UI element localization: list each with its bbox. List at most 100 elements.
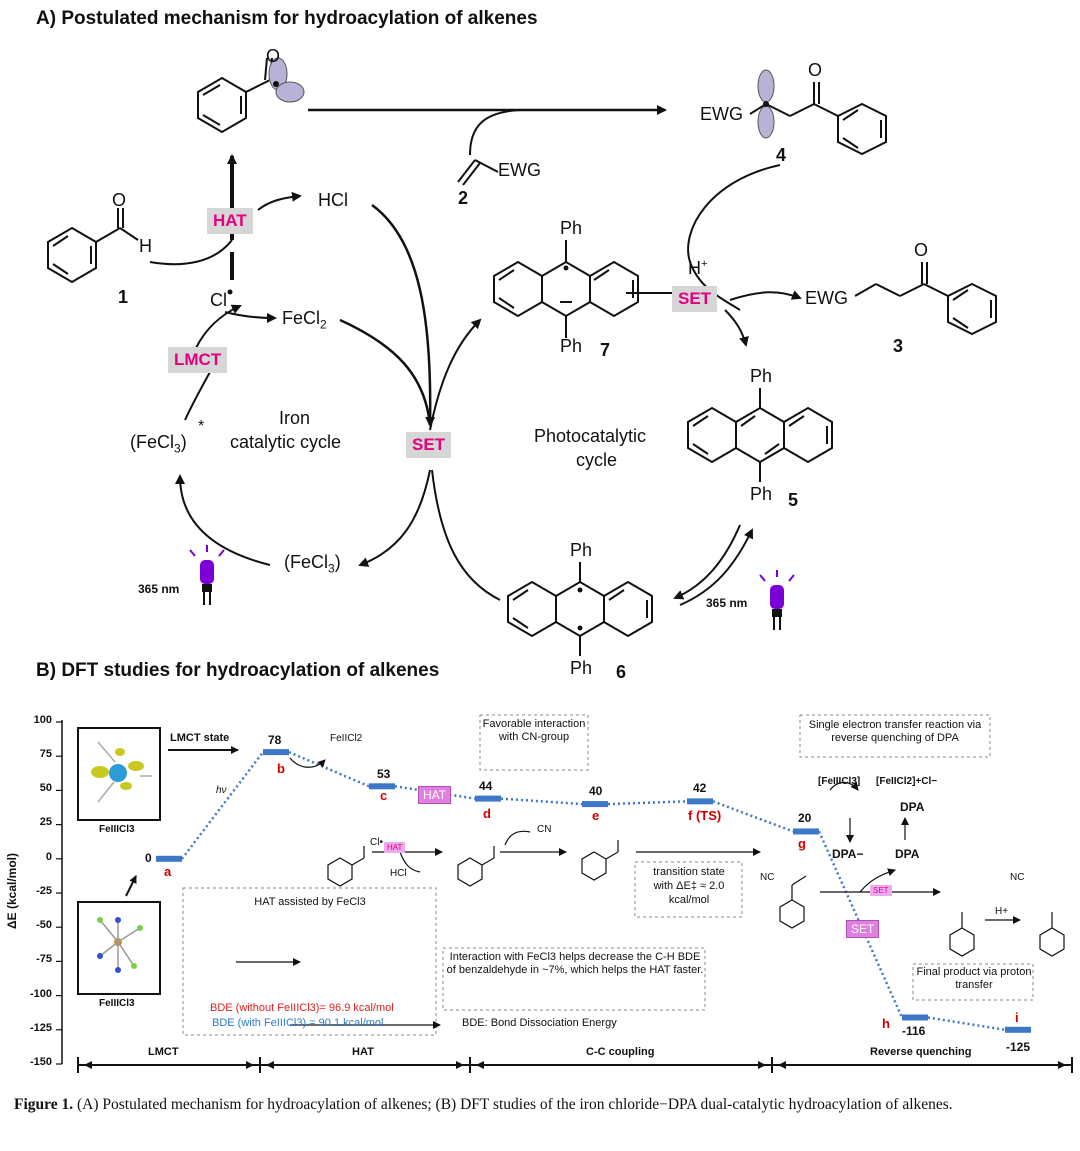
fe-complex-top-icon [91, 741, 152, 803]
panel-a-title: A) Postulated mechanism for hydroacylati… [36, 8, 538, 29]
energy-level-e [582, 801, 608, 808]
energy-level-c [369, 783, 395, 790]
energy-level-d [475, 795, 501, 802]
energy-level-a [156, 855, 182, 862]
level-letter-b: b [277, 761, 285, 776]
energy-level-g [793, 828, 819, 835]
energy-label-c: 53 [377, 767, 391, 781]
energy-diagram [56, 714, 1073, 1073]
set-tag-b: SET [846, 920, 880, 938]
ph-label-7-top: Ph [560, 218, 583, 238]
ketone-o-label: O [808, 60, 823, 80]
dpa-label: DPA [900, 800, 925, 814]
ketone-3 [854, 262, 997, 336]
h-plus-label: H+ [688, 258, 708, 278]
hat-tag: HAT [207, 208, 253, 234]
fecl3-label: (FeCl3) [284, 552, 341, 576]
dpa-label-2: DPA [895, 847, 920, 861]
energy-connector [181, 751, 264, 860]
energy-label-h: -116 [902, 1024, 926, 1038]
fe3cl3-bracket: [FeIIICl3] [818, 776, 861, 787]
energy-level-b [263, 749, 289, 756]
y-tick-minus150: -150 [29, 1056, 52, 1068]
y-tick-75: 75 [39, 748, 52, 760]
cn-label: CN [537, 824, 552, 835]
energy-label-e: 40 [589, 784, 603, 798]
compound-2-number: 2 [458, 188, 469, 208]
energy-connector [500, 797, 583, 806]
ts-note-2: with ΔE‡ ≈ 2.0 [653, 880, 725, 892]
iron-cycle-line2: catalytic cycle [230, 432, 342, 452]
iron-cycle-line1: Iron [279, 408, 311, 428]
phase-hat: HAT [352, 1046, 374, 1058]
lmct-tag: LMCT [168, 347, 228, 373]
anthracene-7 [493, 240, 639, 338]
level-letter-g: g [798, 836, 806, 851]
product-o-label: O [914, 240, 929, 260]
cl-radical-label-b: Cl• [370, 837, 383, 848]
y-tick-minus75: -75 [36, 953, 52, 965]
anthracene-5 [687, 388, 833, 482]
fe-complex-bottom-icon [97, 917, 143, 973]
energy-level-i [1005, 1026, 1031, 1033]
aldehyde-o-label: O [112, 190, 127, 210]
y-tick-minus25: -25 [36, 885, 52, 897]
phase-cc-coupling: C-C coupling [586, 1046, 655, 1058]
level-letter-d: d [483, 806, 491, 821]
hcl-label-b: HCl [390, 868, 407, 879]
level-letter-h: h [882, 1016, 890, 1031]
compound-3-number: 3 [893, 336, 904, 356]
wavelength-right: 365 nm [706, 596, 748, 610]
cl-radical-label: Cl [210, 290, 227, 310]
benzaldehyde-1 [47, 208, 139, 284]
acyl-o-label: O [266, 46, 281, 66]
set-tag-right: SET [672, 286, 718, 312]
ph-label-6-top: Ph [570, 540, 593, 560]
reaction-sketches [236, 781, 1065, 1029]
ph-label-7-bottom: Ph [560, 336, 583, 356]
phase-lmct: LMCT [148, 1046, 179, 1058]
y-tick-minus50: -50 [36, 919, 52, 931]
nc-label-2: NC [1010, 872, 1025, 883]
y-tick-minus100: -100 [29, 988, 52, 1000]
interaction-note: Interaction with FeCl3 helps decrease th… [446, 951, 704, 976]
favorable-note: Favorable interaction with CN-group [482, 718, 586, 743]
fe2cl2-label: FeIICl2 [330, 733, 363, 744]
panel-b-title: B) DFT studies for hydroacylation of alk… [36, 660, 440, 681]
benzoyl-radical [197, 57, 305, 134]
energy-connector [927, 1016, 1006, 1032]
compound-7-number: 7 [600, 340, 611, 360]
energy-level-h [902, 1014, 928, 1021]
hv-label: hν [216, 785, 227, 796]
ts-note-1: transition state [653, 866, 725, 878]
ph-label-5-top: Ph [750, 366, 773, 386]
fe3cl3-bottom-label: FeIIICl3 [99, 998, 135, 1009]
ewg-radical-label: EWG [700, 104, 743, 124]
energy-connector [712, 800, 794, 833]
mechanism-scheme [47, 57, 997, 656]
photo-cycle-line1: Photocatalytic [534, 426, 647, 446]
y-tick-minus125: -125 [29, 1022, 52, 1034]
energy-connector [607, 800, 688, 806]
hat-tag-b: HAT [418, 786, 452, 804]
uv-lamp-left-icon [189, 545, 225, 605]
bde-with: BDE (with FeIIICl3) = 90.1 kcal/mol [212, 1017, 384, 1029]
compound-6-number: 6 [616, 662, 627, 682]
set-note: Single electron transfer reaction via re… [808, 719, 982, 744]
level-letter-e: e [592, 808, 600, 823]
set-tag-small: SET [870, 885, 892, 896]
fe3cl3-top-label: FeIIICl3 [99, 824, 135, 835]
y-tick-25: 25 [39, 816, 52, 828]
phase-reverse-quenching: Reverse quenching [870, 1046, 972, 1058]
ewg-product-label: EWG [805, 288, 848, 308]
radical-4 [749, 69, 887, 156]
energy-label-f: 42 [693, 781, 707, 795]
alkene-2 [457, 159, 499, 186]
compound-4-number: 4 [776, 145, 787, 165]
energy-label-i: -125 [1006, 1040, 1031, 1054]
lmct-state-label: LMCT state [170, 732, 230, 744]
ewg-alkene-label: EWG [498, 160, 541, 180]
energy-label-d: 44 [479, 779, 493, 793]
energy-connector [288, 750, 370, 788]
